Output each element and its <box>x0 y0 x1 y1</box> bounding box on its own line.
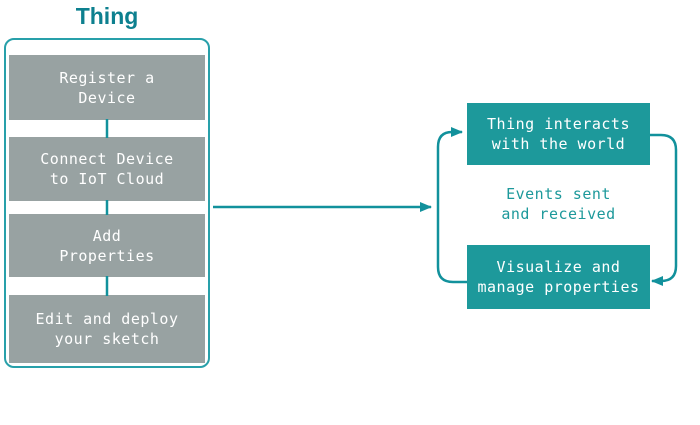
step-edit-deploy-sketch: Edit and deploy your sketch <box>9 295 205 363</box>
cycle-events-label: Events sent and received <box>501 185 616 223</box>
step-label: Add Properties <box>59 226 155 265</box>
page-title: Thing <box>75 3 139 29</box>
step-label: Edit and deploy your sketch <box>35 310 179 348</box>
cycle-box-label: Visualize and manage properties <box>477 258 640 296</box>
cycle-box-thing-interacts: Thing interacts with the world <box>467 103 650 165</box>
step-add-properties: Add Properties <box>9 214 205 277</box>
step-label: Register a Device <box>59 68 155 107</box>
step-register-device: Register a Device <box>9 55 205 120</box>
step-label: Connect Device to IoT Cloud <box>40 150 174 188</box>
cycle-right-arrow <box>650 133 678 286</box>
cycle-box-visualize-properties: Visualize and manage properties <box>467 245 650 309</box>
cycle-left-arrow <box>436 127 467 284</box>
step-connect-device: Connect Device to IoT Cloud <box>9 137 205 201</box>
cycle-box-label: Thing interacts with the world <box>487 115 630 153</box>
